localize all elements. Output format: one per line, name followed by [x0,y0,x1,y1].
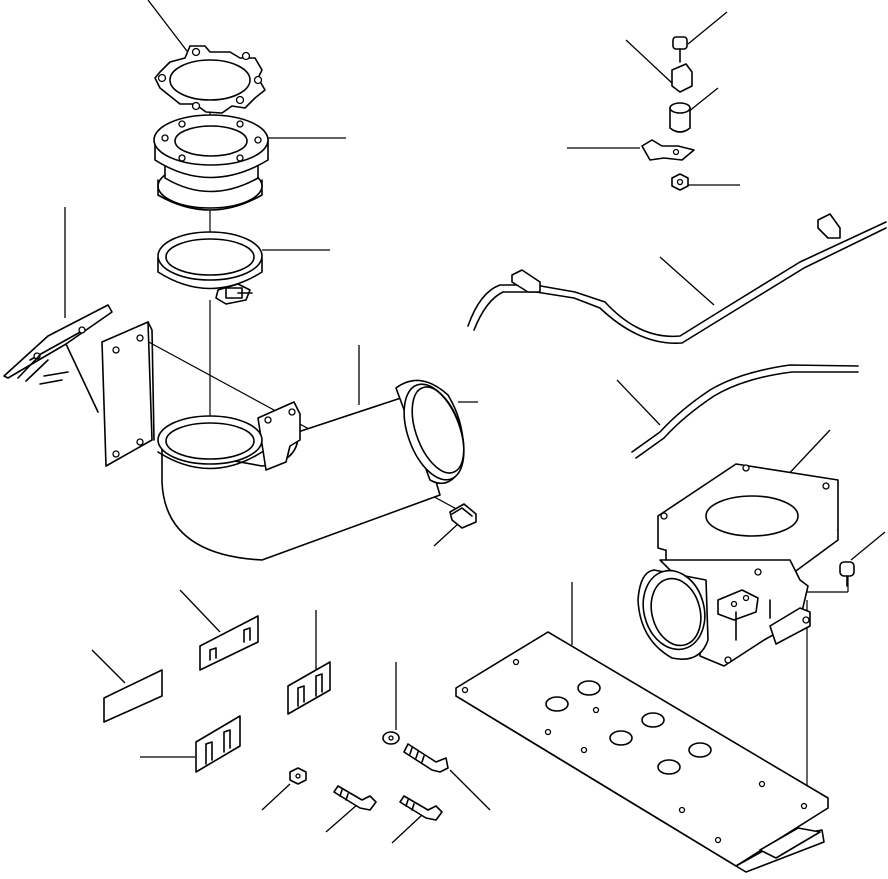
base-plate [455,631,829,873]
exhaust-elbow [157,379,465,561]
shim-4 [195,715,241,773]
muffler-outlet-housing [637,463,839,667]
leader-lines [64,0,886,844]
elbow-bolt [449,503,477,529]
nut [289,767,307,785]
rod-bracket [641,139,695,161]
support-rod-upper [467,213,887,344]
rod-nut [671,173,689,191]
support-rod-lower [631,364,859,459]
adapter-flange [153,114,269,211]
rod-clip-bolt [672,36,688,63]
shim-3 [287,661,331,715]
shim-1 [199,615,259,671]
bolt-a [333,785,377,811]
rod-spacer [669,102,691,133]
washer [382,731,400,745]
v-band-clamp [157,231,263,305]
shim-2 [103,669,163,723]
stud-bolt [403,743,449,773]
rod-clip [671,63,693,93]
housing-bolt [839,561,855,587]
bolt-b [399,795,443,821]
mounting-bracket [3,304,155,467]
gasket-flange [154,45,266,114]
